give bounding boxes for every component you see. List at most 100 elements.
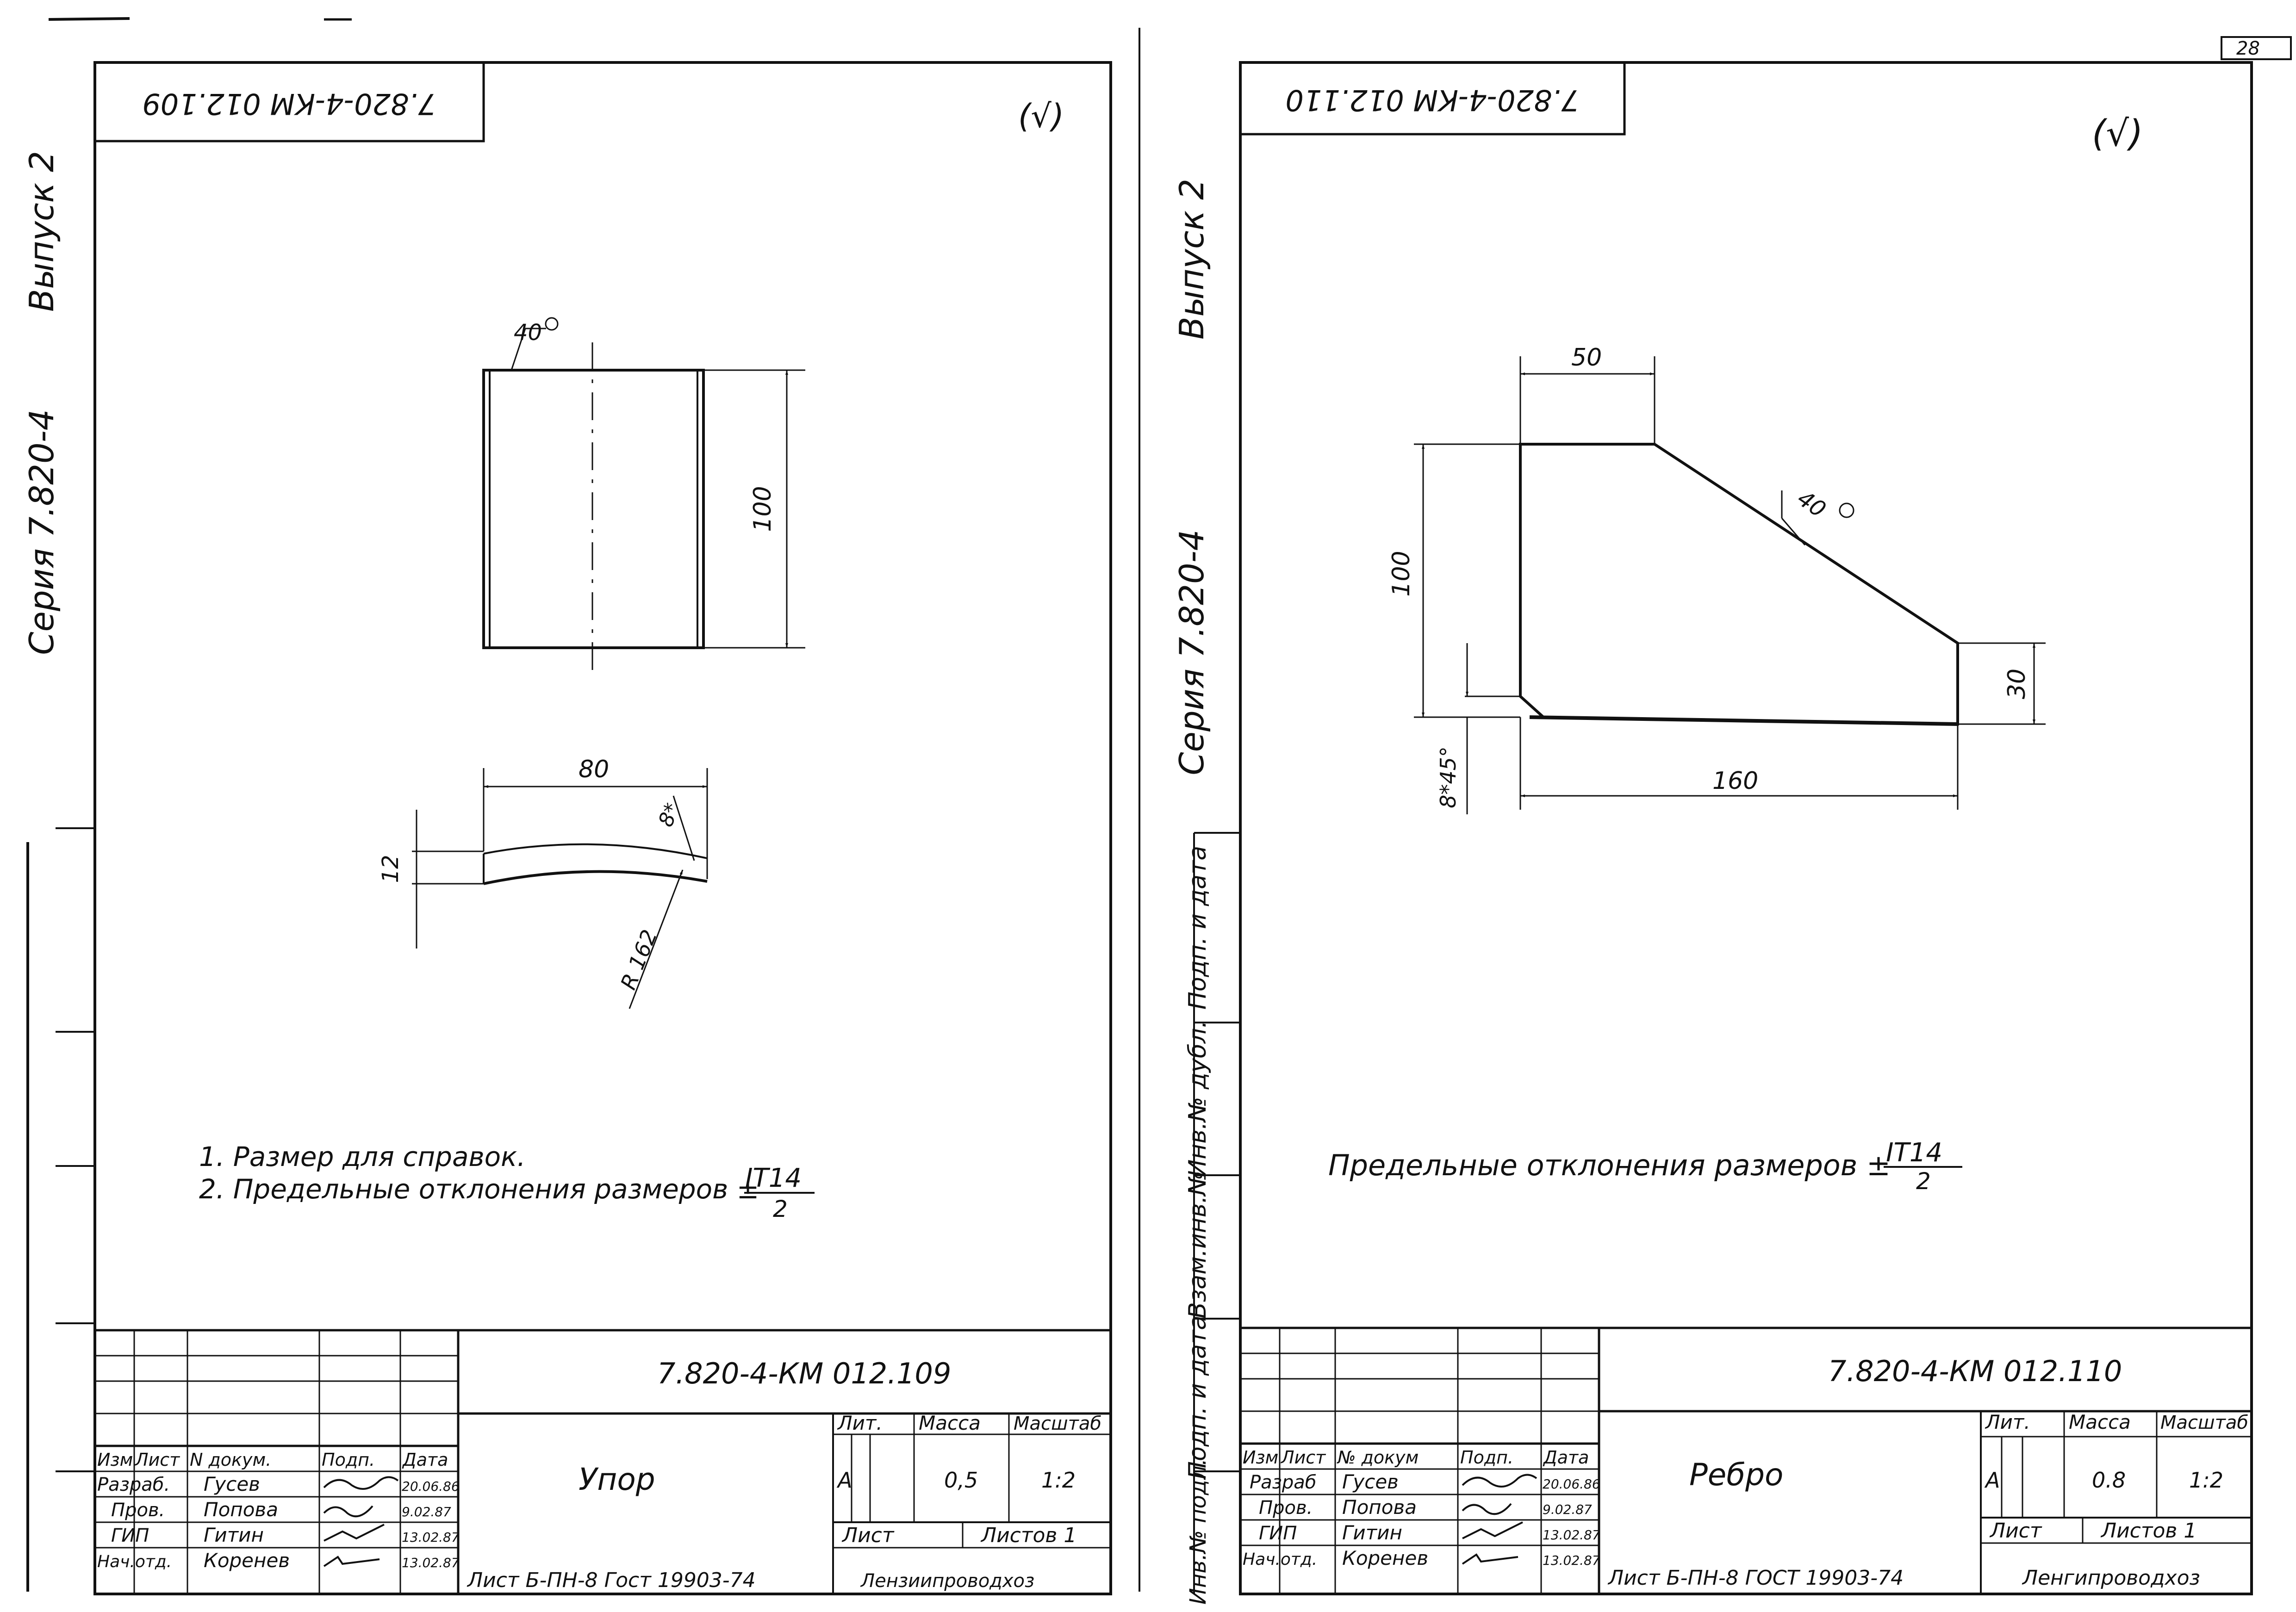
right-dim-weld: 40 bbox=[1792, 485, 1830, 523]
right-tb-mass-label: Масса bbox=[2069, 1411, 2131, 1433]
right-tb-sheet-label: Лист bbox=[1989, 1519, 2042, 1543]
signature-mark bbox=[1462, 1474, 1537, 1488]
left-dim-height: 100 bbox=[749, 486, 777, 532]
left-tb-lit-label: Лит. bbox=[837, 1412, 883, 1434]
left-tb-name-4: Коренев bbox=[204, 1549, 290, 1572]
side-stamp-field-1: Подп. и дата bbox=[1184, 846, 1212, 1010]
right-tb-scale-label: Масштаб bbox=[2160, 1412, 2248, 1433]
left-tb-role-2: Пров. bbox=[111, 1500, 165, 1521]
left-tb-code: 7.820-4-КМ 012.109 bbox=[657, 1357, 951, 1390]
left-tb-scale-label: Масштаб bbox=[1014, 1413, 1101, 1434]
left-tb-date-1: 20.06.86 bbox=[402, 1479, 460, 1494]
left-side-series: Серия 7.820-4 bbox=[22, 409, 61, 655]
right-tb-name-1: Гусев bbox=[1342, 1470, 1399, 1493]
left-tb-org: Лензиипроводхоз bbox=[860, 1570, 1034, 1592]
right-roughness-symbol: (√) bbox=[2092, 113, 2143, 155]
left-tb-date-4: 13.02.87 bbox=[402, 1555, 460, 1570]
right-tb-lit: А bbox=[1984, 1468, 2000, 1493]
right-tolerance-denominator: 2 bbox=[1916, 1168, 1931, 1195]
signature-mark bbox=[1462, 1553, 1518, 1565]
right-tb-org: Ленгипроводхоз bbox=[2022, 1566, 2200, 1590]
right-part-view: 50 100 40 30 160 8*45° bbox=[1388, 344, 2046, 814]
left-part-section-view: 80 12 R 162 8* bbox=[378, 756, 708, 1009]
signature-mark bbox=[1462, 1503, 1512, 1515]
right-tb-material: Лист Б-ПН-8 ГОСТ 19903-74 bbox=[1607, 1566, 1904, 1590]
left-tb-mass: 0,5 bbox=[944, 1468, 978, 1493]
right-header-code: 7.820-4-КМ 012.110 bbox=[1285, 83, 1579, 117]
signature-mark bbox=[323, 1476, 399, 1490]
right-tb-part-name: Ребро bbox=[1689, 1457, 1783, 1493]
left-side-issue: Выпуск 2 bbox=[22, 151, 61, 312]
signature-mark bbox=[323, 1505, 373, 1518]
left-tb-mass-label: Масса bbox=[919, 1412, 981, 1434]
left-dim-radius: R 162 bbox=[616, 926, 662, 993]
left-note-2: 2. Предельные отклонения размеров ± bbox=[199, 1173, 759, 1205]
left-header-code: 7.820-4-КМ 012.109 bbox=[142, 87, 436, 121]
left-dim-width: 80 bbox=[579, 756, 609, 783]
right-tb-date-1: 20.06.86 bbox=[1543, 1476, 1600, 1492]
right-tb-lit-label: Лит. bbox=[1985, 1411, 2030, 1433]
right-tb-header-sign: Подп. bbox=[1460, 1447, 1513, 1468]
right-tb-header-list: Лист bbox=[1280, 1447, 1326, 1468]
signature-mark bbox=[323, 1556, 380, 1567]
right-dim-right: 30 bbox=[2003, 669, 2031, 699]
side-stamp-field-2: Инв.№ дубл. bbox=[1184, 1020, 1212, 1177]
right-tb-header-izm: Изм bbox=[1243, 1447, 1278, 1468]
left-tb-part-name: Упор bbox=[579, 1462, 655, 1497]
left-tb-role-1: Разраб. bbox=[97, 1474, 170, 1495]
right-side-series: Серия 7.820-4 bbox=[1172, 529, 1211, 775]
right-tb-name-2: Попова bbox=[1342, 1496, 1417, 1519]
left-title-block: 7.820-4-КМ 012.109 Изм Лист N докум. Под… bbox=[95, 1329, 1111, 1594]
right-tolerance-numerator: IT14 bbox=[1886, 1138, 1942, 1168]
left-tb-sheets-label: Листов 1 bbox=[980, 1524, 1076, 1547]
left-tb-header-doc: N докум. bbox=[190, 1450, 271, 1470]
left-roughness-symbol: (√) bbox=[1018, 97, 1064, 135]
side-stamp-field-5: Инв.№ подл. bbox=[1185, 1458, 1211, 1605]
side-stamp-field-4: Подп. и дата bbox=[1184, 1315, 1212, 1479]
left-tb-header-date: Дата bbox=[402, 1450, 448, 1470]
left-tb-date-2: 9.02.87 bbox=[402, 1504, 451, 1519]
right-tb-date-3: 13.02.87 bbox=[1543, 1527, 1600, 1543]
left-tb-name-1: Гусев bbox=[204, 1473, 260, 1495]
left-part-front-view: 40 100 bbox=[482, 317, 805, 676]
left-tb-header-izm: Изм bbox=[97, 1450, 133, 1470]
left-note-1: 1. Размер для справок. bbox=[199, 1141, 526, 1172]
left-tb-sheet-label: Лист bbox=[841, 1524, 895, 1547]
right-tb-sheets-label: Листов 1 bbox=[2100, 1519, 2196, 1543]
left-tb-lit: А bbox=[836, 1468, 852, 1493]
right-tb-name-3: Гитин bbox=[1342, 1521, 1402, 1544]
right-dim-chamfer: 8*45° bbox=[1436, 746, 1461, 808]
right-tb-scale: 1:2 bbox=[2189, 1468, 2223, 1493]
left-tb-header-sign: Подп. bbox=[322, 1450, 375, 1470]
right-tb-mass: 0.8 bbox=[2092, 1468, 2126, 1493]
right-tb-name-4: Коренев bbox=[1342, 1547, 1428, 1569]
right-tb-role-1: Разраб bbox=[1250, 1472, 1316, 1493]
page-number: 28 bbox=[2236, 38, 2260, 59]
left-tb-role-4: Нач.отд. bbox=[97, 1552, 172, 1571]
left-dim-wall: 8* bbox=[654, 800, 684, 830]
right-tb-date-4: 13.02.87 bbox=[1543, 1553, 1600, 1568]
right-tb-role-3: ГИП bbox=[1259, 1523, 1297, 1544]
left-tolerance-numerator: IT14 bbox=[745, 1163, 802, 1193]
side-stamp-field-3: Взам.инв.№ bbox=[1184, 1171, 1212, 1319]
left-tb-material: Лист Б-ПН-8 Гост 19903-74 bbox=[467, 1569, 756, 1592]
right-tb-role-4: Нач.отд. bbox=[1243, 1550, 1317, 1569]
right-dim-top: 50 bbox=[1571, 344, 1602, 372]
right-sheet: 7.820-4-КМ 012.110 (√) Серия 7.820-4 Вып… bbox=[1172, 61, 2253, 1595]
right-dim-bottom: 160 bbox=[1712, 767, 1758, 795]
left-tolerance-denominator: 2 bbox=[773, 1196, 788, 1222]
right-side-issue: Выпуск 2 bbox=[1172, 179, 1211, 340]
right-note: Предельные отклонения размеров ± bbox=[1328, 1148, 1891, 1182]
right-tb-date-2: 9.02.87 bbox=[1543, 1502, 1592, 1517]
left-dim-weld: 40 bbox=[514, 320, 542, 346]
left-tb-role-3: ГИП bbox=[111, 1525, 149, 1546]
left-dim-thickness: 12 bbox=[378, 855, 404, 883]
signature-mark bbox=[324, 1524, 385, 1542]
right-tb-header-doc: № докум bbox=[1337, 1447, 1419, 1468]
left-tb-name-3: Гитин bbox=[204, 1524, 264, 1546]
right-tb-code: 7.820-4-КМ 012.110 bbox=[1828, 1354, 2122, 1388]
left-tb-scale: 1:2 bbox=[1041, 1468, 1076, 1493]
side-stamp: Подп. и дата Инв.№ дубл. Взам.инв.№ Подп… bbox=[26, 827, 1212, 1605]
right-tb-header-date: Дата bbox=[1543, 1447, 1589, 1468]
